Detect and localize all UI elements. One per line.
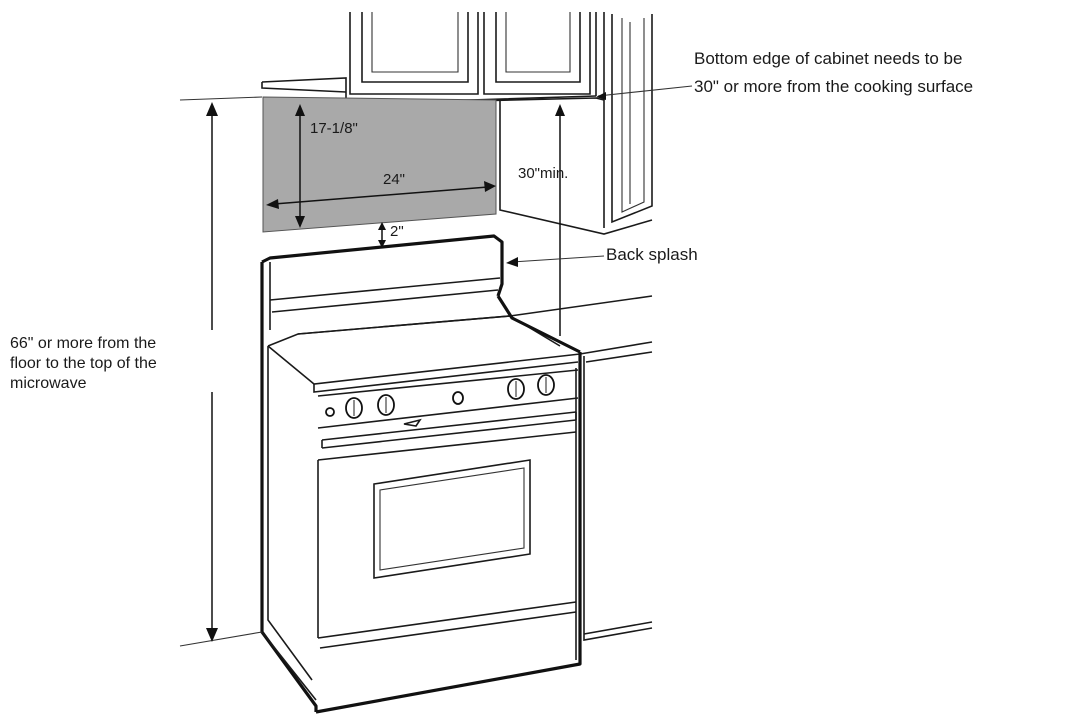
microwave-outline [262,96,497,233]
floor-note-line1: 66" or more from the [10,335,156,352]
countertop [509,295,653,641]
floor-height-dimension [179,96,263,647]
light-icon [325,407,335,417]
range [260,234,582,714]
clearance-label: 30"min. [518,165,568,182]
floor-note-line2: floor to the top of the [10,355,157,372]
cabinet-note-line1: Bottom edge of cabinet needs to be [694,49,962,68]
height-dimension-17in [295,104,305,228]
back-splash-leader [506,255,605,267]
width-dimension-24in [266,181,496,209]
cabinet-note-leader [596,85,693,100]
cabinet-note-line2: 30" or more from the cooking surface [694,77,973,96]
gap-label: 2" [390,223,404,240]
floor-note-line3: microwave [10,375,87,392]
indicator-icon [452,391,464,405]
back-splash-label: Back splash [606,245,698,264]
clearance-dimension-30in [555,104,565,336]
microwave-height-label: 17-1/8" [310,120,358,137]
gap-dimension-2in [378,222,386,248]
microwave-width-label: 24" [383,171,405,188]
